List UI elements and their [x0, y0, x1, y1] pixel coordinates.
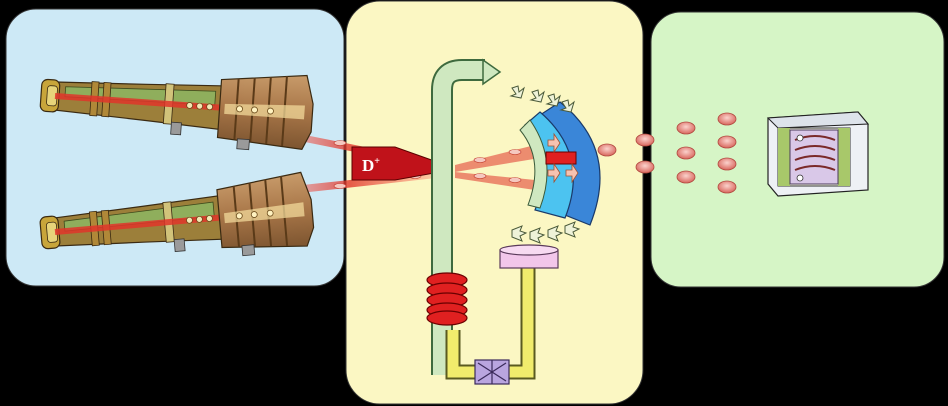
- flow-arrow-icon: [482, 58, 502, 86]
- turbine-module-icon: [766, 111, 870, 197]
- coolant-arrows: [509, 85, 581, 244]
- target-chamber-icon: [519, 101, 601, 226]
- heat-exchanger-coil-icon: [426, 272, 468, 326]
- coolant-loop: [431, 58, 502, 375]
- reactor-panel: [345, 0, 644, 405]
- neutron-particles: [597, 112, 737, 194]
- pump-icon: [474, 359, 510, 385]
- pump-top-icon: [499, 244, 559, 269]
- ion-label: D+: [362, 156, 380, 175]
- target-icon: [545, 151, 577, 165]
